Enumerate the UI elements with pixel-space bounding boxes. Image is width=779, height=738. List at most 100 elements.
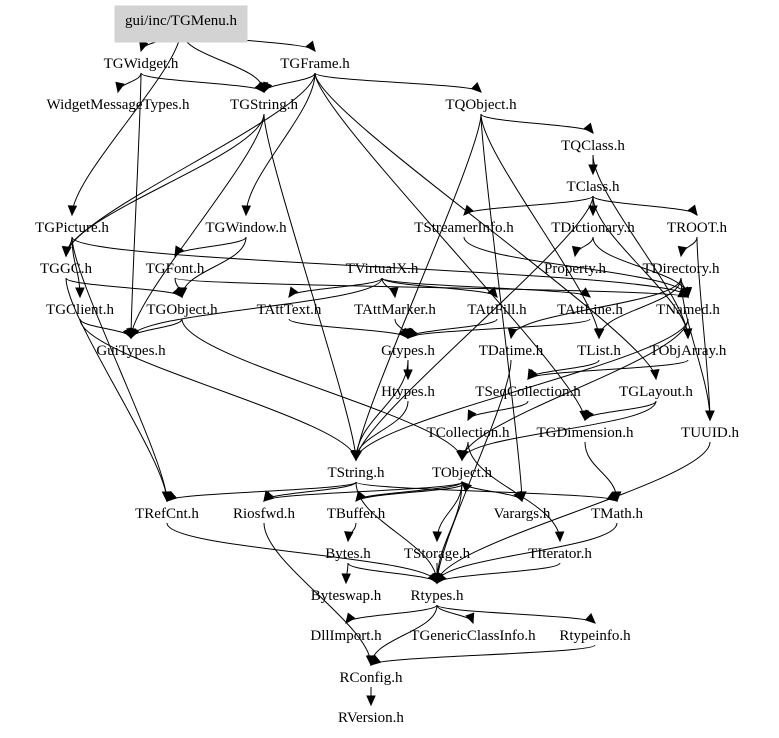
node-label: Varargs.h bbox=[494, 506, 551, 522]
node-tggc[interactable]: TGGC.h bbox=[40, 261, 93, 277]
node-tattmarker[interactable]: TAttMarker.h bbox=[354, 302, 436, 318]
node-tdictionary[interactable]: TDictionary.h bbox=[551, 220, 635, 236]
node-widgetmessagetypes[interactable]: WidgetMessageTypes.h bbox=[47, 97, 190, 113]
node-tgdimension[interactable]: TGDimension.h bbox=[536, 425, 634, 441]
node-tgframe[interactable]: TGFrame.h bbox=[280, 56, 350, 72]
node-tattline[interactable]: TAttLine.h bbox=[557, 302, 623, 318]
node-dllimport[interactable]: DllImport.h bbox=[310, 628, 382, 644]
node-trefcnt[interactable]: TRefCnt.h bbox=[135, 506, 199, 522]
node-tstring[interactable]: TString.h bbox=[327, 465, 385, 481]
node-rconfig[interactable]: RConfig.h bbox=[340, 670, 403, 686]
edge-tattfill-to-gtypes bbox=[407, 318, 498, 339]
node-tdirectory[interactable]: TDirectory.h bbox=[643, 261, 720, 277]
node-bytes[interactable]: Bytes.h bbox=[325, 546, 371, 562]
node-tuuid[interactable]: TUUID.h bbox=[681, 425, 739, 441]
node-tnamed[interactable]: TNamed.h bbox=[656, 302, 720, 318]
node-tobjarray[interactable]: TObjArray.h bbox=[650, 343, 727, 359]
node-tgstring[interactable]: TGString.h bbox=[230, 97, 298, 113]
arrowhead-icon bbox=[61, 246, 72, 258]
node-label: TStreamerInfo.h bbox=[414, 220, 514, 236]
node-tgenericclassinfo[interactable]: TGenericClassInfo.h bbox=[410, 628, 536, 644]
node-guitypes[interactable]: GuiTypes.h bbox=[96, 343, 166, 359]
node-tatttext[interactable]: TAttText.h bbox=[257, 302, 322, 318]
arrowhead-icon bbox=[650, 368, 660, 381]
node-label: TClass.h bbox=[567, 179, 620, 195]
node-rtypes[interactable]: Rtypes.h bbox=[411, 588, 464, 604]
node-label: TQObject.h bbox=[445, 97, 517, 113]
arrowhead-icon bbox=[341, 573, 351, 585]
node-label: TGDimension.h bbox=[536, 425, 634, 441]
node-tgfont[interactable]: TGFont.h bbox=[146, 261, 205, 277]
node-tbuffer[interactable]: TBuffer.h bbox=[327, 506, 386, 522]
node-label: TAttLine.h bbox=[557, 302, 623, 318]
node-rtypeinfo[interactable]: Rtypeinfo.h bbox=[559, 628, 631, 644]
node-tgwindow[interactable]: TGWindow.h bbox=[205, 220, 287, 236]
node-rversion[interactable]: RVersion.h bbox=[338, 710, 404, 726]
node-label: gui/inc/TGMenu.h bbox=[125, 13, 238, 29]
node-byteswap[interactable]: Byteswap.h bbox=[311, 588, 382, 604]
arrowhead-icon bbox=[677, 288, 690, 298]
node-property[interactable]: Property.h bbox=[544, 261, 606, 277]
arrowhead-icon bbox=[465, 612, 475, 625]
node-tgwidget[interactable]: TGWidget.h bbox=[104, 56, 179, 72]
edge-tgstring-to-tggc bbox=[65, 113, 265, 257]
edge-tglayout-to-tobject bbox=[461, 400, 657, 461]
node-tqobject[interactable]: TQObject.h bbox=[445, 97, 517, 113]
node-tclass[interactable]: TClass.h bbox=[567, 179, 620, 195]
node-tgclient[interactable]: TGClient.h bbox=[46, 302, 114, 318]
node-tgpicture[interactable]: TGPicture.h bbox=[35, 220, 109, 236]
edge-tcollection-to-titerator bbox=[467, 441, 561, 542]
arrowhead-icon bbox=[254, 81, 265, 93]
node-tstreamerinfo[interactable]: TStreamerInfo.h bbox=[414, 220, 514, 236]
arrowhead-icon bbox=[470, 81, 482, 93]
edge-tbuffer-to-tobject bbox=[355, 481, 464, 502]
arrowhead-icon bbox=[174, 245, 184, 258]
node-label: TSeqCollection.h bbox=[475, 384, 581, 400]
edge-tgpicture-to-tnamed bbox=[71, 236, 689, 298]
arrowhead-icon bbox=[263, 81, 273, 94]
edge-rtypes-to-rtypeinfo bbox=[436, 604, 596, 624]
node-tseqcollection[interactable]: TSeqCollection.h bbox=[475, 384, 581, 400]
edge-tvirtualx-to-tatttext bbox=[288, 277, 383, 298]
node-label: TGenericClassInfo.h bbox=[410, 628, 536, 644]
node-tdatime[interactable]: TDatime.h bbox=[479, 343, 544, 359]
edge-tggc-to-trefcnt bbox=[65, 277, 168, 502]
node-label: TUUID.h bbox=[681, 425, 739, 441]
node-varargs[interactable]: Varargs.h bbox=[494, 506, 551, 522]
arrowhead-icon bbox=[571, 245, 582, 258]
edge-tgclient-to-tstring bbox=[79, 318, 357, 461]
arrowhead-icon bbox=[305, 40, 316, 52]
arrowhead-icon bbox=[407, 328, 419, 339]
node-tglayout[interactable]: TGLayout.h bbox=[619, 384, 693, 400]
edge-tobject-to-rtypes bbox=[436, 481, 463, 584]
node-riosfwd[interactable]: Riosfwd.h bbox=[233, 506, 296, 522]
node-tcollection[interactable]: TCollection.h bbox=[427, 425, 510, 441]
node-tgmenu[interactable]: gui/inc/TGMenu.h bbox=[114, 5, 248, 43]
node-label: TROOT.h bbox=[667, 220, 728, 236]
node-tstorage[interactable]: TStorage.h bbox=[404, 546, 471, 562]
node-label: Rtypeinfo.h bbox=[559, 628, 631, 644]
root-node-box bbox=[114, 5, 248, 43]
node-tmath[interactable]: TMath.h bbox=[591, 506, 644, 522]
node-htypes[interactable]: Htypes.h bbox=[381, 384, 435, 400]
edge-tqobject-to-tqclass bbox=[480, 113, 594, 134]
node-troot[interactable]: TROOT.h bbox=[667, 220, 728, 236]
node-titerator[interactable]: TIterator.h bbox=[528, 546, 592, 562]
node-tlist[interactable]: TList.h bbox=[577, 343, 621, 359]
node-label: TAttText.h bbox=[257, 302, 322, 318]
node-label: TDictionary.h bbox=[551, 220, 635, 236]
arrowhead-icon bbox=[461, 481, 473, 493]
node-tvirtualx[interactable]: TVirtualX.h bbox=[346, 261, 419, 277]
node-gtypes[interactable]: Gtypes.h bbox=[381, 343, 435, 359]
node-tattfill[interactable]: TAttFill.h bbox=[467, 302, 527, 318]
node-tqclass[interactable]: TQClass.h bbox=[561, 138, 625, 154]
edge-tobjarray-to-tseqcollection bbox=[527, 359, 689, 380]
edge-tstring-to-trefcnt bbox=[166, 481, 357, 502]
edge-tgobject-to-tobject bbox=[181, 318, 463, 461]
node-label: TDatime.h bbox=[479, 343, 544, 359]
arrowhead-icon bbox=[130, 327, 140, 340]
node-tgobject[interactable]: TGObject.h bbox=[146, 302, 218, 318]
arrowhead-icon bbox=[432, 531, 442, 543]
node-tobject[interactable]: TObject.h bbox=[432, 465, 493, 481]
